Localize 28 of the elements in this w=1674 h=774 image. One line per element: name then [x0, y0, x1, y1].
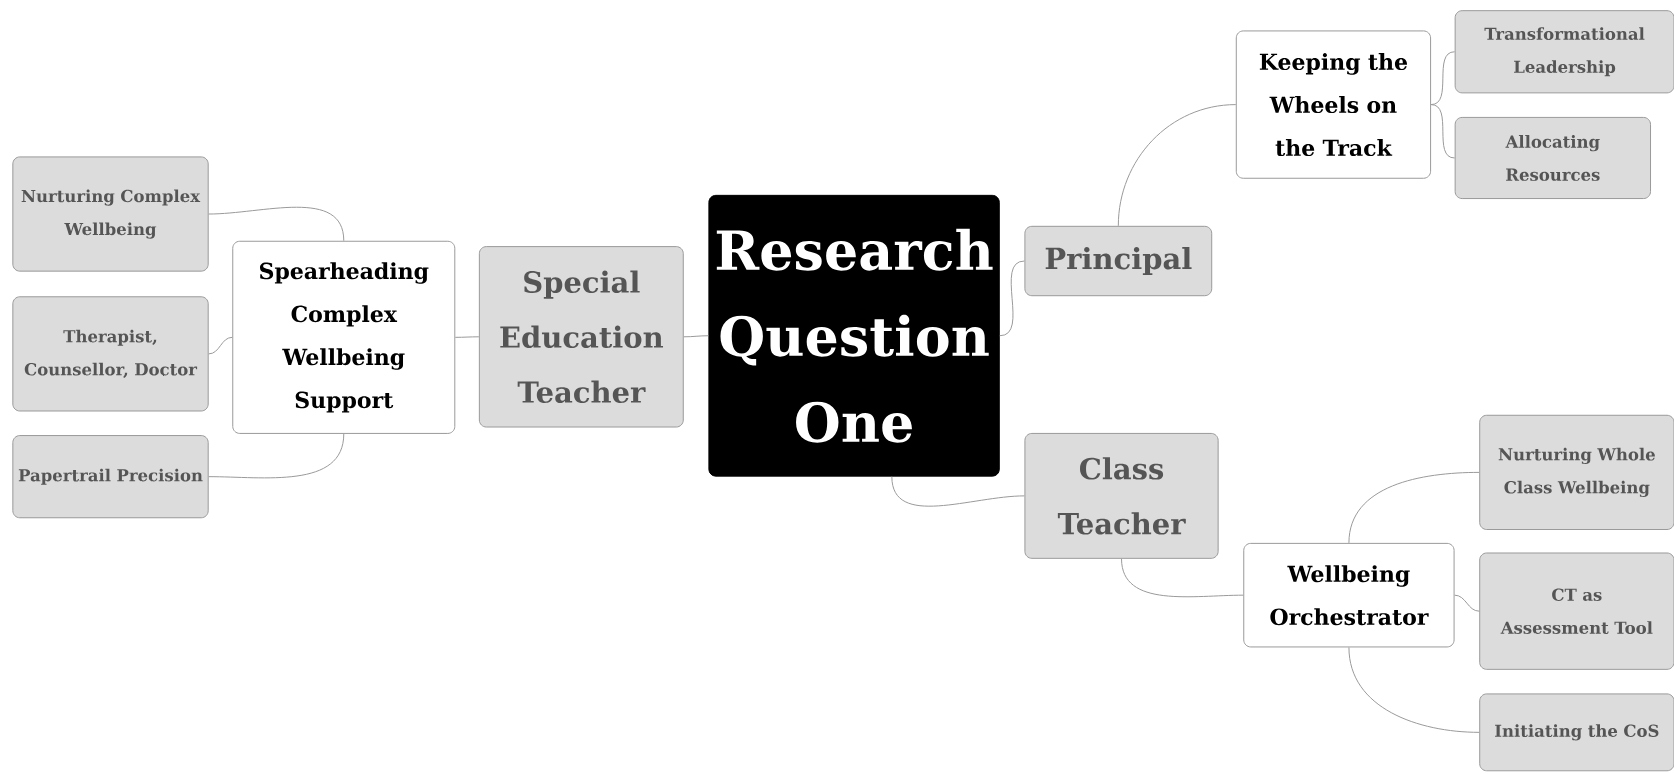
leaf-box: Papertrail Precision — [12, 435, 209, 519]
subtopic-box: Spearheading Complex Wellbeing Support — [232, 240, 456, 434]
connector — [208, 433, 345, 479]
connector — [1117, 104, 1237, 227]
connector — [1430, 104, 1456, 159]
leaf-box: Initiating the CoS — [1479, 693, 1674, 772]
central-topic-box: Research Question One — [708, 194, 1000, 477]
connector — [999, 260, 1025, 337]
connector — [683, 335, 709, 338]
subtopic-box: Wellbeing Orchestrator — [1243, 542, 1455, 648]
leaf-box: Nurturing Complex Wellbeing — [12, 156, 209, 272]
topic-box: Class Teacher — [1024, 432, 1219, 559]
topic-box: Principal — [1024, 225, 1213, 297]
leaf-box: Therapist, Counsellor, Doctor — [12, 296, 209, 412]
leaf-box: Transformational Leadership — [1454, 10, 1674, 94]
leaf-box: CT as Assessment Tool — [1479, 552, 1674, 670]
leaf-box: Allocating Resources — [1454, 116, 1651, 200]
connector — [208, 206, 345, 242]
connector — [1348, 646, 1480, 733]
connector — [454, 336, 480, 338]
topic-box: Special Education Teacher — [478, 246, 684, 428]
connector — [891, 476, 1025, 507]
connector — [1121, 558, 1244, 598]
subtopic-box: Keeping the Wheels on the Track — [1235, 30, 1432, 179]
connector — [1348, 471, 1480, 544]
connector — [208, 336, 233, 355]
leaf-box: Nurturing Whole Class Wellbeing — [1479, 414, 1674, 530]
connector — [1454, 594, 1480, 612]
